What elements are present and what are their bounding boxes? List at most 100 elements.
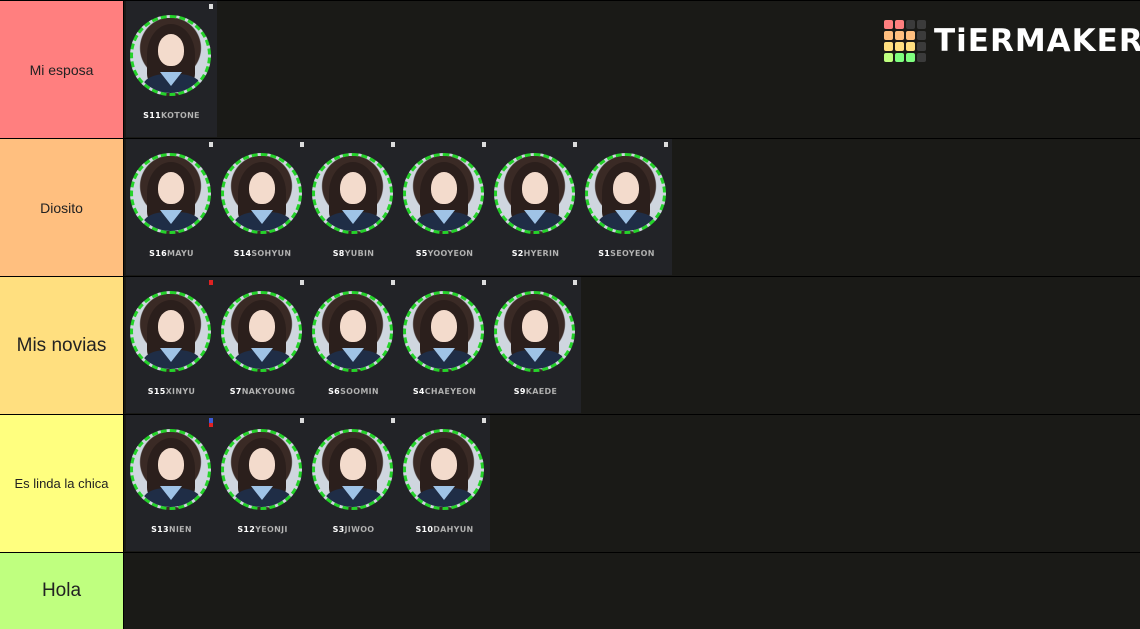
member-name-label: S5YOOYEON [399, 249, 490, 258]
tiermaker-wordmark: TiERMAKER [934, 23, 1140, 59]
member-name-label: S7NAKYOUNG [217, 387, 308, 396]
member-code: S9 [513, 387, 526, 396]
tier-label[interactable]: Diosito [0, 139, 124, 276]
flag-icon [664, 142, 668, 147]
member-name-label: S8YUBIN [308, 249, 399, 258]
logo-square [906, 53, 915, 62]
tier-label[interactable]: Es linda la chica [0, 415, 124, 552]
member-name: SOHYUN [251, 249, 292, 258]
member-name-label: S4CHAEYEON [399, 387, 490, 396]
tier-item-card[interactable]: S7NAKYOUNG [217, 277, 308, 413]
flag-icon [482, 142, 486, 147]
logo-square [906, 20, 915, 29]
tier-item-card[interactable]: S6SOOMIN [308, 277, 399, 413]
tier-label[interactable]: Hola [0, 553, 124, 629]
logo-square [884, 31, 893, 40]
tier-item-card[interactable]: S10DAHYUN [399, 415, 490, 551]
tier-label[interactable]: Mis novias [0, 277, 124, 414]
member-code: S10 [415, 525, 434, 534]
logo-square [906, 42, 915, 51]
member-code: S7 [229, 387, 242, 396]
member-name-label: S12YEONJI [217, 525, 308, 534]
flag-icon [300, 142, 304, 147]
flag-icon [391, 418, 395, 423]
logo-square [917, 20, 926, 29]
member-name-label: S14SOHYUN [217, 249, 308, 258]
flag-icon [391, 280, 395, 285]
logo-square [884, 20, 893, 29]
tier-item-card[interactable]: S11KOTONE [126, 1, 217, 137]
member-photo [494, 153, 575, 234]
member-name: YOOYEON [427, 249, 474, 258]
member-photo [403, 429, 484, 510]
tier-item-card[interactable]: S5YOOYEON [399, 139, 490, 275]
member-name-label: S16MAYU [126, 249, 217, 258]
logo-square [906, 31, 915, 40]
member-code: S11 [143, 111, 161, 120]
tiermaker-logo[interactable]: TiERMAKER [884, 20, 1140, 62]
member-name-label: S9KAEDE [490, 387, 581, 396]
member-name: KOTONE [160, 111, 200, 120]
member-photo [312, 291, 393, 372]
member-name: HYERIN [523, 249, 560, 258]
tier-row: Hola [0, 552, 1140, 629]
member-code: S6 [328, 387, 341, 396]
member-name: YEONJI [255, 525, 288, 534]
member-code: S3 [332, 525, 345, 534]
tier-item-card[interactable]: S4CHAEYEON [399, 277, 490, 413]
tier-item-card[interactable]: S1SEOYEON [581, 139, 672, 275]
tiermaker-grid-icon [884, 20, 926, 62]
flag-icon [209, 280, 213, 285]
logo-square [895, 31, 904, 40]
flag-icon [573, 142, 577, 147]
member-name-label: S1SEOYEON [581, 249, 672, 258]
member-photo [221, 291, 302, 372]
member-name-label: S2HYERIN [490, 249, 581, 258]
member-name-label: S10DAHYUN [399, 525, 490, 534]
logo-square [895, 53, 904, 62]
tier-item-card[interactable]: S8YUBIN [308, 139, 399, 275]
tier-item-card[interactable]: S15XINYU [126, 277, 217, 413]
member-code: S5 [415, 249, 428, 258]
tier-items[interactable]: S11KOTONE [124, 1, 1140, 138]
member-code: S14 [233, 249, 252, 258]
flag-icon [573, 280, 577, 285]
member-photo [403, 153, 484, 234]
logo-square [917, 31, 926, 40]
logo-square [917, 42, 926, 51]
member-photo [585, 153, 666, 234]
flag-icon [482, 418, 486, 423]
member-photo [312, 429, 393, 510]
member-name: NAKYOUNG [241, 387, 296, 396]
member-code: S15 [147, 387, 166, 396]
tier-items[interactable] [124, 553, 1140, 629]
member-name: SOOMIN [340, 387, 379, 396]
tier-item-card[interactable]: S3JIWOO [308, 415, 399, 551]
member-name: NIEN [168, 525, 192, 534]
tier-item-card[interactable]: S13NIEN [126, 415, 217, 551]
member-code: S4 [412, 387, 425, 396]
member-photo [130, 153, 211, 234]
tier-item-card[interactable]: S16MAYU [126, 139, 217, 275]
member-name-label: S15XINYU [126, 387, 217, 396]
member-name: MAYU [166, 249, 194, 258]
tier-item-card[interactable]: S2HYERIN [490, 139, 581, 275]
member-name: JIWOO [344, 525, 375, 534]
member-name: YUBIN [344, 249, 375, 258]
member-name-label: S11KOTONE [126, 111, 217, 120]
tier-item-card[interactable]: S14SOHYUN [217, 139, 308, 275]
tier-item-card[interactable]: S12YEONJI [217, 415, 308, 551]
flag-icon [482, 280, 486, 285]
member-photo [130, 291, 211, 372]
tier-label[interactable]: Mi esposa [0, 1, 124, 138]
logo-square [895, 42, 904, 51]
member-photo [130, 429, 211, 510]
member-code: S1 [598, 249, 611, 258]
tier-item-card[interactable]: S9KAEDE [490, 277, 581, 413]
member-photo [130, 15, 211, 96]
member-name: DAHYUN [433, 525, 474, 534]
